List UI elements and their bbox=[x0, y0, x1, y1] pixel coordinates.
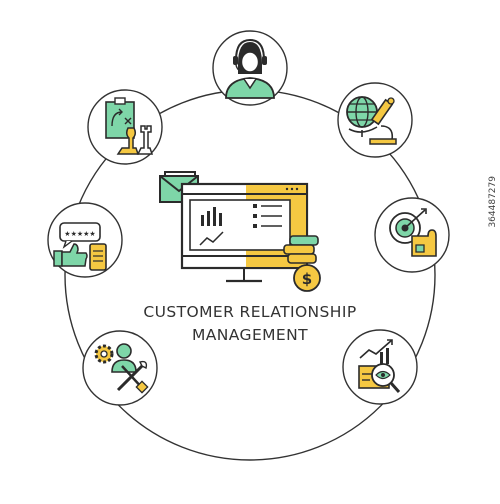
computer-with-coins-icon bbox=[159, 171, 321, 292]
gear-user-tools-icon bbox=[94, 343, 149, 394]
title-line-2: MANAGEMENT bbox=[192, 326, 308, 344]
target-puzzle-icon bbox=[389, 208, 437, 257]
watermark-id: 364487279 bbox=[488, 176, 498, 228]
title-line-1: CUSTOMER RELATIONSHIP bbox=[143, 303, 357, 321]
chess-strategy-icon bbox=[105, 97, 154, 155]
coin-symbol: $ bbox=[302, 270, 312, 288]
analytics-magnifier-icon bbox=[358, 339, 401, 393]
support-agent-icon bbox=[225, 38, 275, 99]
review-stars: ★★★★★ bbox=[64, 230, 95, 238]
globe-microscope-icon bbox=[346, 96, 397, 145]
thumbs-up-review-icon bbox=[53, 222, 107, 271]
